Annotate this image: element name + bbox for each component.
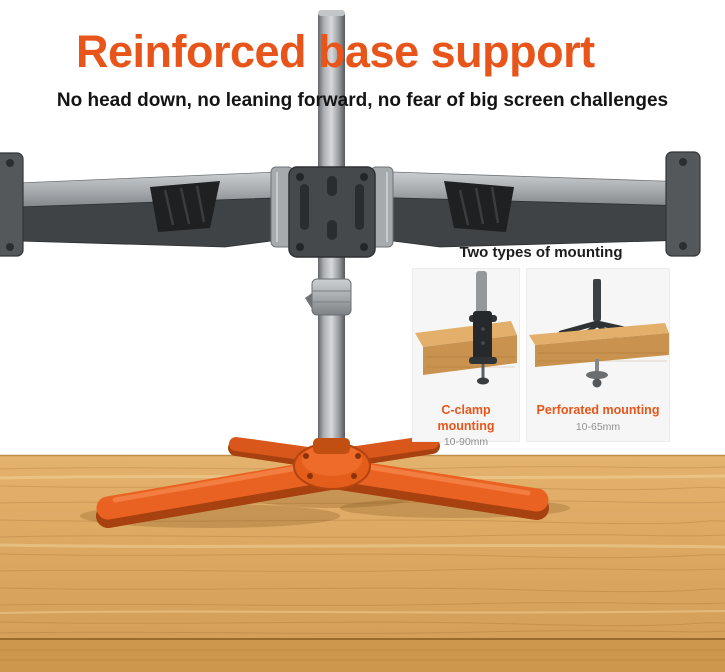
perforated-range: 10-65mm — [575, 420, 621, 433]
base — [96, 438, 549, 528]
base-pole-clamp — [313, 438, 350, 454]
vesa-plate — [288, 166, 376, 258]
perforated-label: Perforated mounting — [536, 403, 660, 417]
mounting-section-title: Two types of mounting — [459, 244, 623, 261]
mounting-card-cclamp: C-clamp mounting 10-90mm — [412, 268, 520, 448]
c-clamp-range: 10-90mm — [443, 436, 489, 449]
c-clamp-mounting-illustration — [415, 271, 517, 385]
desk-front-edge — [0, 639, 725, 672]
mounting-card-perforated: Perforated mounting 10-65mm — [526, 268, 670, 442]
perforated-mounting-illustration — [529, 279, 669, 388]
page-subtitle: No head down, no leaning forward, no fea… — [56, 90, 669, 111]
arm-end-bracket — [0, 152, 24, 257]
page-title: Reinforced base support — [76, 26, 595, 77]
monitor-arm-right — [361, 151, 701, 257]
c-clamp-caption: C-clamp mounting 10-90mm — [413, 403, 519, 449]
pole-collar — [305, 278, 352, 316]
arm-end-bracket — [665, 151, 701, 257]
c-clamp-label: C-clamp mounting — [437, 403, 495, 433]
monitor-arm-left — [0, 152, 303, 257]
perforated-caption: Perforated mounting 10-65mm — [537, 403, 660, 434]
